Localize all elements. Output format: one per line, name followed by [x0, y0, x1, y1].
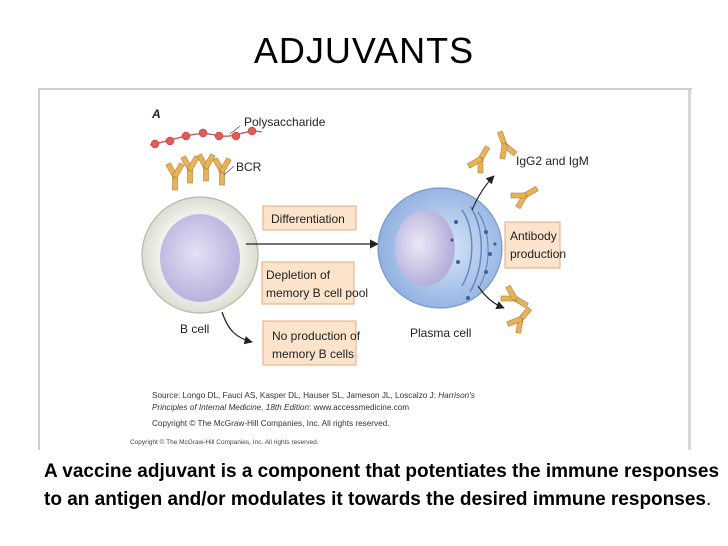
no-production-text-line2: memory B cells — [272, 347, 354, 361]
panel-letter: A — [151, 107, 161, 121]
igg2-igm-label: IgG2 and IgM — [516, 154, 589, 168]
bcr-receptors — [165, 153, 232, 191]
depletion-text-line1: Depletion of — [266, 268, 331, 282]
bcr-label: BCR — [236, 160, 262, 174]
secretion-arrow-down — [477, 285, 505, 310]
no-production-text-line1: No production of — [272, 329, 361, 343]
b-cell — [141, 196, 259, 314]
bcr-pointer — [223, 165, 235, 176]
antibody-production-line1: Antibody — [510, 229, 557, 243]
antibody-production-box — [504, 221, 561, 269]
source-line1: Source: Longo DL, Fauci AS, Kasper DL, H… — [152, 391, 475, 400]
polysaccharide-pointer — [229, 125, 241, 135]
differentiation-box — [262, 205, 357, 231]
source-line2-plain: : www.accessmedicine.com — [309, 403, 409, 412]
antibody-production-line2: production — [510, 247, 566, 261]
figure-left-edge — [38, 90, 40, 450]
no-memory-arrow — [221, 311, 253, 345]
polysaccharide-label: Polysaccharide — [244, 115, 326, 129]
depletion-text-line2: memory B cell pool — [266, 286, 368, 300]
slide-title: ADJUVANTS — [253, 30, 475, 71]
source-line2: Principles of Internal Medicine, 18th Ed… — [152, 403, 409, 412]
differentiation-text: Differentiation — [271, 212, 345, 226]
depletion-box — [261, 261, 355, 305]
figure-right-edge — [688, 90, 691, 450]
source-copyright: Copyright © The McGraw-Hill Companies, I… — [152, 419, 390, 428]
secretion-arrow-up — [471, 175, 495, 211]
caption-text: A vaccine adjuvant is a component that p… — [44, 461, 720, 510]
plasma-cell-label: Plasma cell — [410, 326, 471, 340]
source-line2-italic: Principles of Internal Medicine, 18th Ed… — [152, 403, 309, 412]
caption-period: . — [705, 488, 712, 510]
b-cell-label: B cell — [180, 322, 209, 336]
source-line1-italic: Harrison's — [438, 391, 475, 400]
polysaccharide-beads — [150, 126, 257, 149]
source-line1-plain: Source: Longo DL, Fauci AS, Kasper DL, H… — [152, 391, 438, 400]
plasma-cell — [377, 187, 503, 309]
figure-copyright-footer: Copyright © The McGraw-Hill Companies, I… — [130, 438, 319, 446]
slide-caption: A vaccine adjuvant is a component that p… — [44, 458, 724, 513]
no-production-box — [262, 320, 357, 366]
